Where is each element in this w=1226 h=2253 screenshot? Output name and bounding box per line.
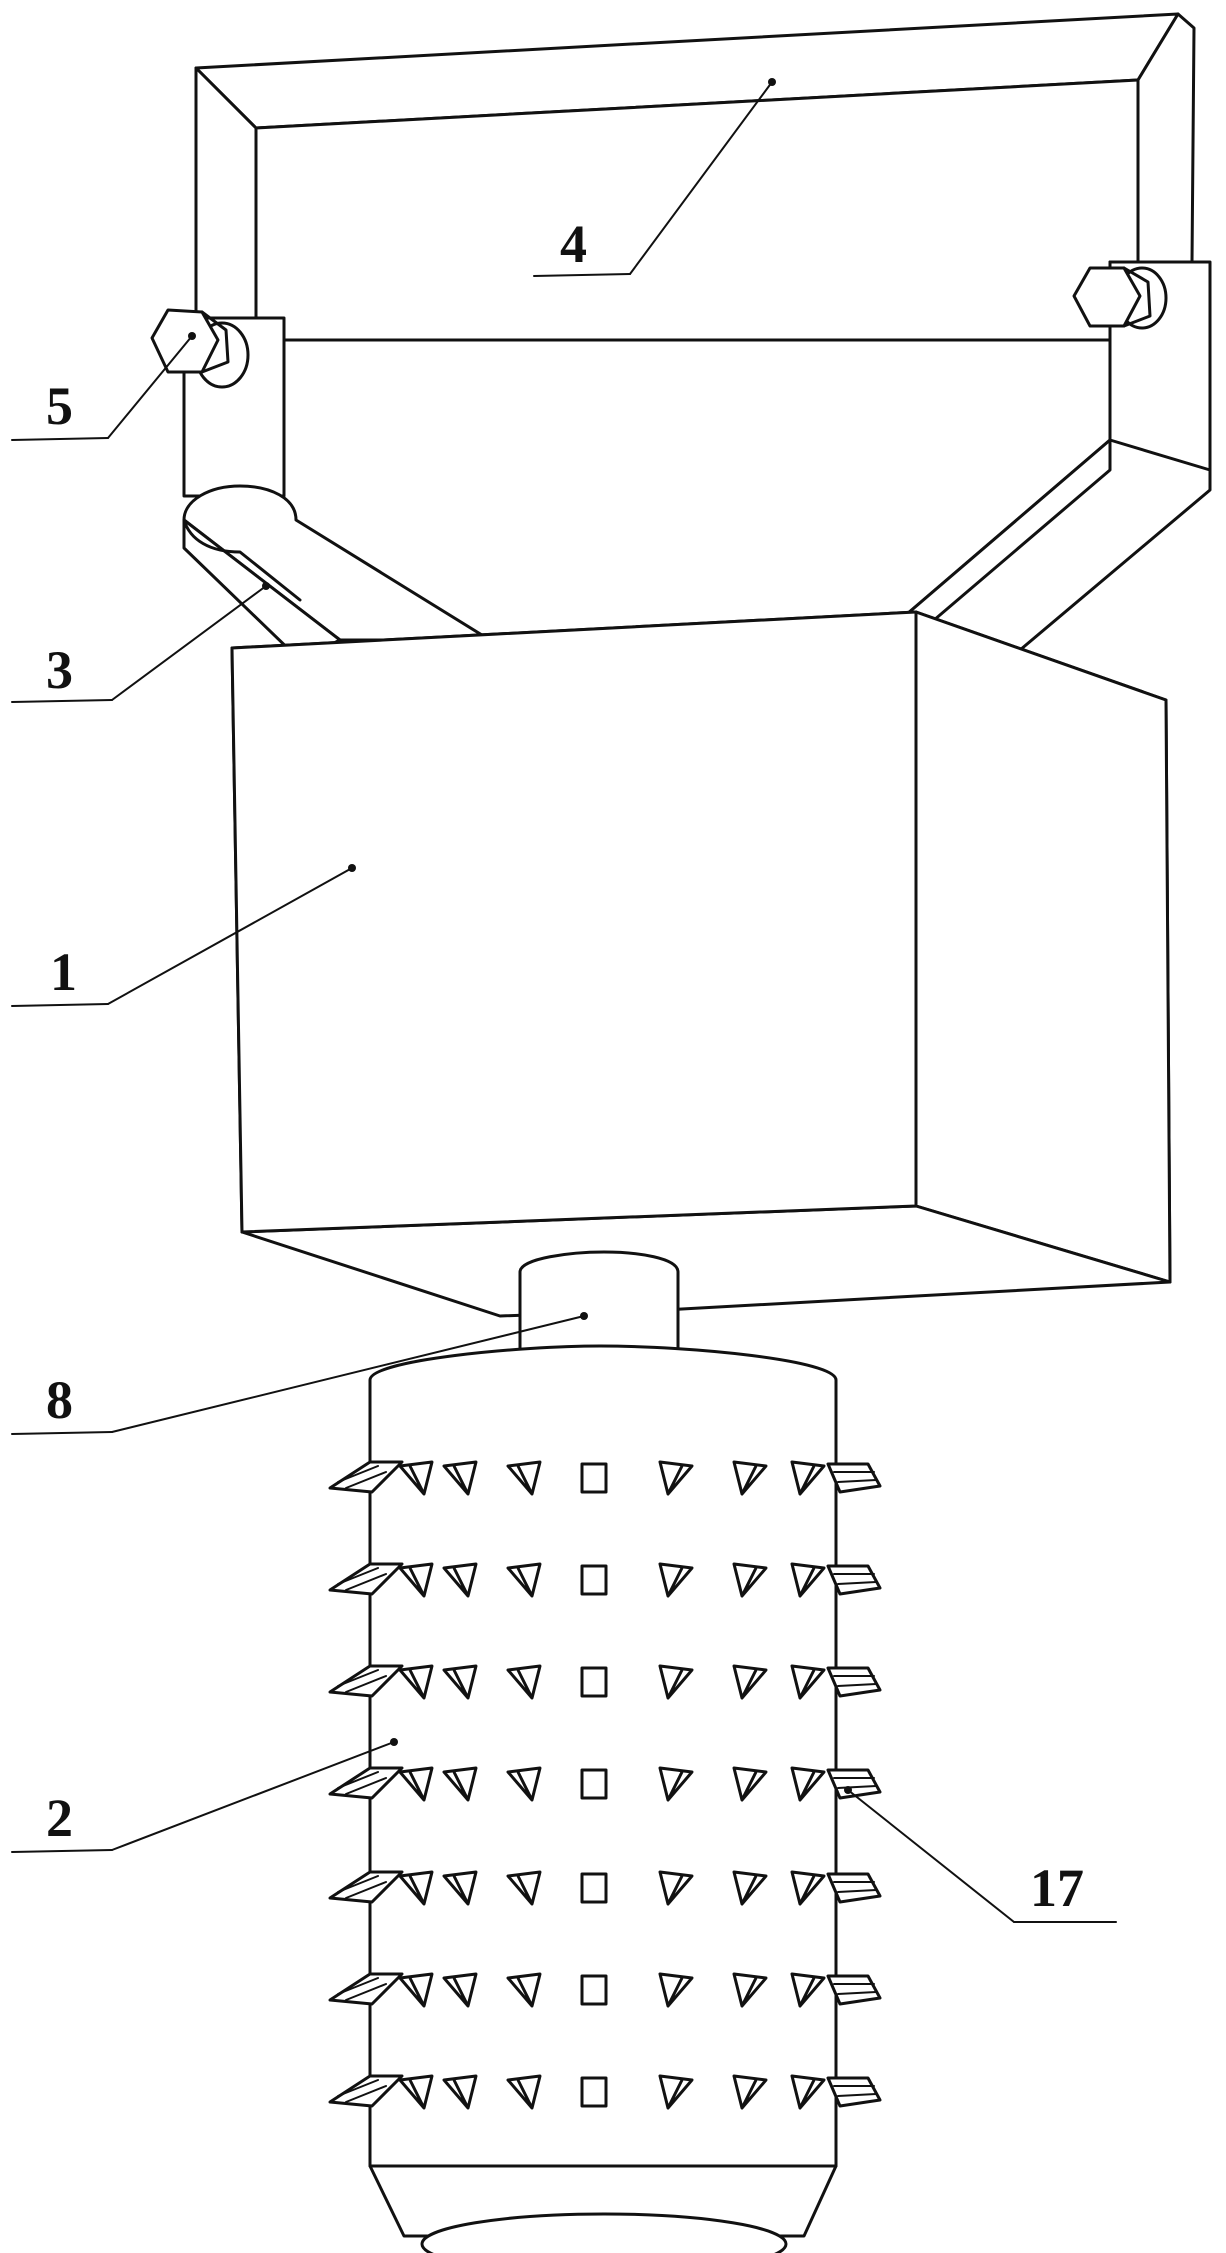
tooth [732, 1766, 768, 1802]
tooth [580, 1462, 608, 1494]
tooth [790, 1460, 826, 1496]
tooth [442, 1870, 478, 1906]
tooth [442, 1460, 478, 1496]
tooth [580, 2076, 608, 2108]
tooth-hatch [833, 1777, 877, 1789]
tooth-hatch [337, 1669, 387, 1693]
tooth [398, 1460, 434, 1496]
label-5: 5 [46, 376, 73, 436]
tooth [580, 1666, 608, 1698]
tooth-hatch [833, 1471, 877, 1483]
tooth [328, 1664, 404, 1698]
tooth [506, 1766, 542, 1802]
tooth [790, 1562, 826, 1598]
label-3: 3 [46, 640, 73, 700]
tooth [328, 1972, 404, 2006]
tooth [328, 1766, 404, 1800]
tooth [732, 1562, 768, 1598]
tooth-hatch [833, 2085, 877, 2097]
label-8: 8 [46, 1370, 73, 1430]
tooth [790, 1972, 826, 2008]
tooth [442, 1562, 478, 1598]
tooth [506, 1460, 542, 1496]
tooth [442, 1664, 478, 1700]
tooth [328, 1562, 404, 1596]
tooth [398, 1972, 434, 2008]
roller-teeth [328, 1460, 882, 2110]
tooth [398, 1870, 434, 1906]
tooth [580, 1974, 608, 2006]
label-2: 2 [46, 1788, 73, 1848]
label-1: 1 [50, 942, 77, 1002]
tooth [580, 1564, 608, 1596]
tooth [442, 1972, 478, 2008]
housing-box [230, 610, 1172, 1318]
tooth-hatch [337, 1465, 387, 1489]
tooth-hatch [833, 1983, 877, 1995]
tooth [398, 1766, 434, 1802]
right-bolt [1072, 266, 1168, 330]
tooth [398, 2074, 434, 2110]
tooth [732, 1664, 768, 1700]
tooth-hatch [337, 1875, 387, 1899]
tooth [506, 1870, 542, 1906]
tooth [328, 1460, 404, 1494]
tooth [506, 1562, 542, 1598]
label-17: 17 [1030, 1858, 1084, 1918]
left-bolt [150, 308, 250, 389]
tooth-hatch [337, 1977, 387, 2001]
tooth [790, 1664, 826, 1700]
tooth [580, 1872, 608, 1904]
tooth [658, 1766, 694, 1802]
tooth-hatch [833, 1881, 877, 1893]
mount-plate [194, 12, 1196, 342]
tooth-hatch [833, 1675, 877, 1687]
tooth [732, 2074, 768, 2110]
tooth-hatch [337, 1771, 387, 1795]
tooth [506, 2074, 542, 2110]
tooth [658, 2074, 694, 2110]
tooth [790, 1766, 826, 1802]
tooth [442, 1766, 478, 1802]
label-4: 4 [560, 214, 587, 274]
tooth [658, 1460, 694, 1496]
shaft [518, 1250, 680, 1358]
tooth [658, 1562, 694, 1598]
tooth [328, 1870, 404, 1904]
tooth [580, 1768, 608, 1800]
tooth [442, 2074, 478, 2110]
tooth [658, 1972, 694, 2008]
tooth [790, 2074, 826, 2110]
tooth [732, 1870, 768, 1906]
tooth [398, 1664, 434, 1700]
tooth [732, 1460, 768, 1496]
tooth [732, 1972, 768, 2008]
tooth [506, 1972, 542, 2008]
tooth [790, 1870, 826, 1906]
tooth [506, 1664, 542, 1700]
tooth-hatch [833, 1573, 877, 1585]
tooth-hatch [337, 2079, 387, 2103]
tooth [658, 1664, 694, 1700]
tooth [328, 2074, 404, 2108]
tooth [658, 1870, 694, 1906]
tooth-hatch [337, 1567, 387, 1591]
leader-lines [11, 78, 1117, 1923]
tooth [398, 1562, 434, 1598]
